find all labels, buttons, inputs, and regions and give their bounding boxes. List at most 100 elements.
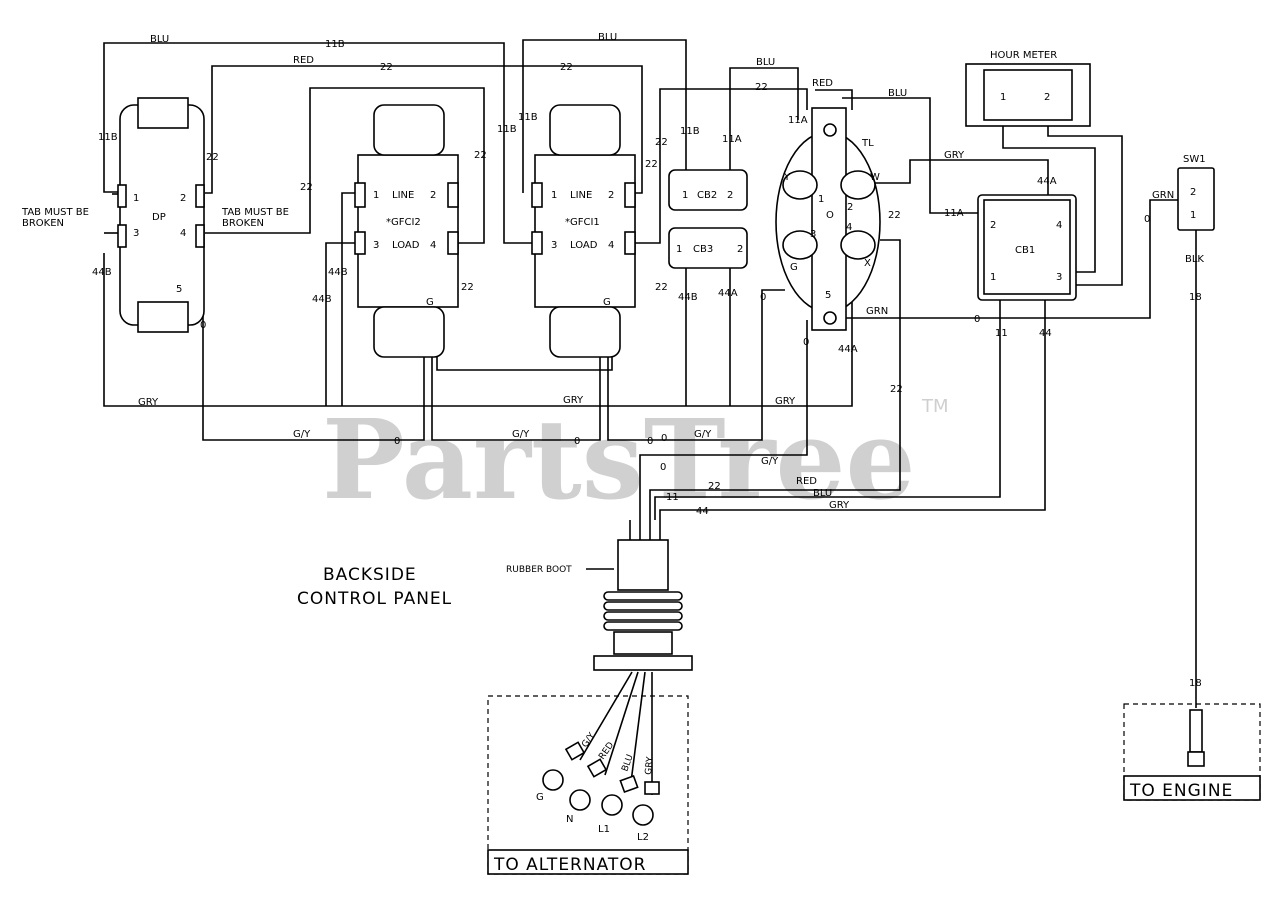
wire-label-18-engine: 18 xyxy=(1189,678,1202,689)
tl-terminal-y: Y xyxy=(783,172,791,183)
tl-pin-1: 1 xyxy=(818,194,824,205)
gfci1-pin-3: 3 xyxy=(551,240,557,251)
wire-label-44-cb1: 44 xyxy=(1039,328,1052,339)
tl-pin-3: 3 xyxy=(810,229,816,240)
wire-label-22-left: 22 xyxy=(300,182,313,193)
wire-label-red-tl: RED xyxy=(812,78,833,89)
sw1-pin-2: 2 xyxy=(1190,187,1196,198)
wire-label-gry-bottom: GRY xyxy=(829,500,850,511)
wire-label-44b-dp: 44B xyxy=(92,267,112,278)
gfci2-pin-4: 4 xyxy=(430,240,436,251)
wire-label-11b-left: 11B xyxy=(98,132,118,143)
to-alternator-label: TO ALTERNATOR xyxy=(493,855,646,875)
wire-label-gy-4: G/Y xyxy=(761,456,779,467)
alt-terminal-l2: L2 xyxy=(637,832,649,843)
cb3-label: CB3 xyxy=(693,244,713,255)
hour-meter: HOUR METER 1 2 xyxy=(965,50,1091,127)
wire-label-22-bottom: 22 xyxy=(708,481,721,492)
cb3-pin-2: 2 xyxy=(737,244,743,255)
wire-label-22-gfci1b: 22 xyxy=(645,159,658,170)
wire-label-0-tl: 0 xyxy=(760,292,766,303)
cb3-pin-1: 1 xyxy=(676,244,682,255)
gfci2-label: *GFCI2 xyxy=(386,217,421,228)
gfci2-pin-2: 2 xyxy=(430,190,436,201)
hour-meter-pin-2: 2 xyxy=(1044,92,1050,103)
gfci1-ground: G xyxy=(603,297,611,308)
wire-label-0-gy2: 0 xyxy=(574,436,580,447)
alt-terminal-l1: L1 xyxy=(598,824,610,835)
dp-pin-3: 3 xyxy=(133,228,139,239)
tl-receptacle: TL Y W G X 1 2 3 4 5 O xyxy=(775,107,881,331)
gfci1-receptacle: 1 LINE 2 *GFCI1 3 LOAD 4 G xyxy=(531,104,636,358)
wire-label-22-gfci1: 22 xyxy=(655,137,668,148)
wire-label-11b-top: 11B xyxy=(325,39,345,50)
gfci1-load: LOAD xyxy=(570,240,598,251)
wire-label-22-top2: 22 xyxy=(560,62,573,73)
wire-label-gy-3: G/Y xyxy=(694,429,712,440)
wire-label-blk: BLK xyxy=(1185,254,1204,265)
wire-label-44a-tl: 44A xyxy=(838,344,858,355)
cb1-pin-1: 1 xyxy=(990,272,996,283)
wire-label-blu-top2: BLU xyxy=(598,32,617,43)
tl-pin-5: 5 xyxy=(825,290,831,301)
dp-note-right-1: TAB MUST BE xyxy=(221,207,289,218)
wire-label-blu-top: BLU xyxy=(150,34,169,45)
cb2-label: CB2 xyxy=(697,190,717,201)
cb1-pin-3: 3 xyxy=(1056,272,1062,283)
wire-label-0-grn: 0 xyxy=(974,314,980,325)
tl-label: TL xyxy=(861,138,874,149)
gfci2-receptacle: 1 LINE 2 *GFCI2 3 LOAD 4 G xyxy=(354,104,459,358)
gfci2-line: LINE xyxy=(392,190,414,201)
gfci1-pin-1: 1 xyxy=(551,190,557,201)
wire-label-gry-mid: GRY xyxy=(563,395,584,406)
wire-label-22-tl2: 22 xyxy=(888,210,901,221)
engine-box: TO ENGINE xyxy=(1123,703,1261,801)
wire-label-44a-cb3: 44A xyxy=(718,288,738,299)
dp-label: DP xyxy=(152,212,166,223)
wire-label-0-sw1: 0 xyxy=(1144,214,1150,225)
gfci2-load: LOAD xyxy=(392,240,420,251)
cb2-breaker: 1 CB2 2 xyxy=(668,169,748,211)
rubber-boot-label: RUBBER BOOT xyxy=(506,565,572,575)
wire-label-blu-bottom: BLU xyxy=(813,488,832,499)
wire-label-gry-tl: GRY xyxy=(944,150,965,161)
hour-meter-label: HOUR METER xyxy=(990,50,1057,61)
alt-terminal-g: G xyxy=(536,792,544,803)
tl-o: O xyxy=(826,210,834,221)
wire-label-22-right: 22 xyxy=(890,384,903,395)
watermark: PartsTree xyxy=(322,395,916,524)
to-engine-label: TO ENGINE xyxy=(1129,781,1233,801)
wire-label-22-dp: 22 xyxy=(206,152,219,163)
wire-label-gy-2: G/Y xyxy=(512,429,530,440)
wire-label-22-mid: 22 xyxy=(474,150,487,161)
cb2-pin-2: 2 xyxy=(727,190,733,201)
tl-terminal-x: X xyxy=(864,258,871,269)
gfci2-ground: G xyxy=(426,297,434,308)
dp-note-right-2: BROKEN xyxy=(222,218,264,229)
gfci1-label: *GFCI1 xyxy=(565,217,600,228)
wire-label-11-cb1: 11 xyxy=(995,328,1008,339)
wire-label-22-gfci2: 22 xyxy=(461,282,474,293)
wire-label-11a-cb1: 11A xyxy=(944,208,964,219)
hour-meter-pin-1: 1 xyxy=(1000,92,1006,103)
sw1-switch: SW1 2 1 xyxy=(1177,154,1215,231)
cb1-pin-2: 2 xyxy=(990,220,996,231)
cb1-breaker: 2 4 CB1 1 3 xyxy=(977,194,1077,301)
gfci2-pin-3: 3 xyxy=(373,240,379,251)
tl-terminal-w: W xyxy=(870,172,880,183)
tl-pin-2: 2 xyxy=(847,202,853,213)
wire-label-blu-cb2: BLU xyxy=(756,57,775,68)
alternator-box: TO ALTERNATOR G/Y RED BLU GRY G N L1 L2 xyxy=(487,695,689,875)
wire-label-0-gy1: 0 xyxy=(394,436,400,447)
dp-pin-5: 5 xyxy=(176,284,182,295)
wire-label-grn-sw1: GRN xyxy=(1152,190,1174,201)
dp-note-left-2: BROKEN xyxy=(22,218,64,229)
alt-wire-gry: GRY xyxy=(644,756,656,775)
watermark-tm: TM xyxy=(921,396,949,417)
wire-label-0-gy3: 0 xyxy=(647,436,653,447)
cb3-breaker: 1 CB3 2 xyxy=(668,227,748,269)
gfci2-pin-1: 1 xyxy=(373,190,379,201)
wire-label-0-tl2: 0 xyxy=(803,337,809,348)
backside-label: BACKSIDE xyxy=(323,565,417,585)
